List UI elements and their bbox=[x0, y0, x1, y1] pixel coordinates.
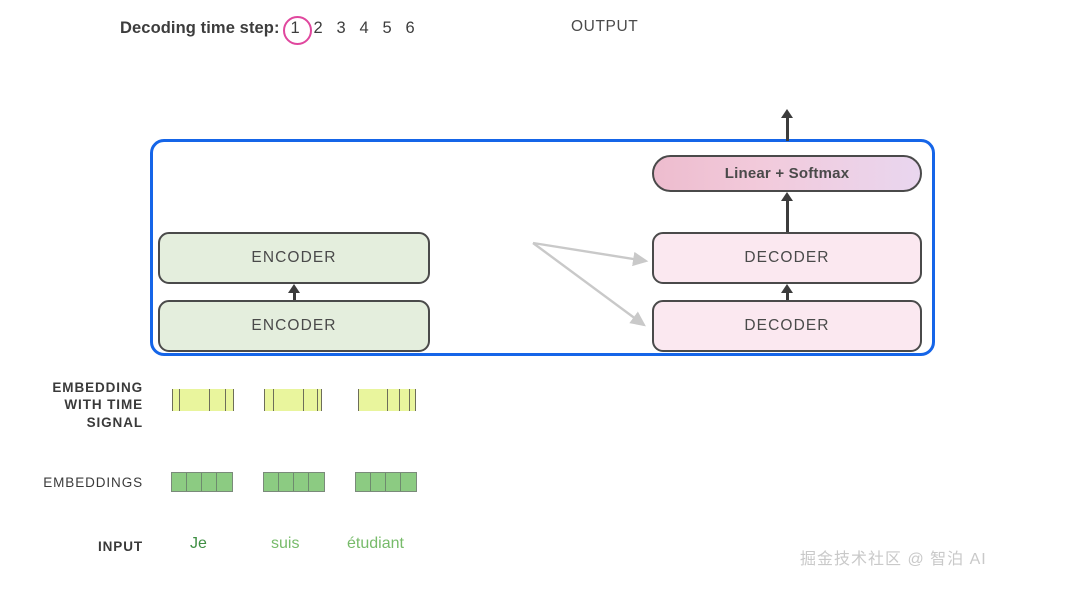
label-line-1: EMBEDDING bbox=[52, 380, 143, 395]
time-signal-vector-0 bbox=[172, 389, 234, 411]
embedding-vector-2 bbox=[355, 472, 417, 492]
vector-cell bbox=[318, 389, 322, 411]
vector-cell bbox=[371, 473, 386, 491]
embedding-with-time-signal-label: EMBEDDING WITH TIME SIGNAL bbox=[0, 379, 143, 431]
input-word-etudiant: étudiant bbox=[347, 535, 404, 552]
vector-cell bbox=[274, 389, 304, 411]
embeddings-label: EMBEDDINGS bbox=[43, 475, 143, 490]
vector-cell bbox=[210, 389, 226, 411]
decoder-box-top[interactable]: DECODER bbox=[652, 232, 922, 284]
decoding-step-list: 1 2 3 4 5 6 bbox=[282, 15, 422, 45]
input-word-je: Je bbox=[190, 535, 207, 552]
vector-cell bbox=[202, 473, 217, 491]
arrow-shaft bbox=[785, 201, 789, 232]
vector-cell bbox=[410, 389, 416, 411]
decoding-step-4[interactable]: 4 bbox=[359, 18, 369, 37]
vector-cell bbox=[309, 473, 324, 491]
decoding-step-3[interactable]: 3 bbox=[336, 18, 346, 37]
vector-cell bbox=[358, 389, 388, 411]
encoder-box-top[interactable]: ENCODER bbox=[158, 232, 430, 284]
label-line-2: WITH TIME bbox=[64, 397, 143, 413]
decoding-step-1[interactable]: 1 bbox=[282, 15, 312, 45]
decoding-step-2[interactable]: 2 bbox=[313, 18, 323, 37]
decoding-time-step-label: Decoding time step: bbox=[120, 18, 280, 37]
arrow-head bbox=[781, 109, 793, 118]
arrow-shaft bbox=[785, 293, 789, 300]
vector-cell bbox=[264, 473, 279, 491]
input-label: INPUT bbox=[98, 539, 143, 554]
transformer-container bbox=[150, 139, 935, 356]
arrow-decoder-to-linear-icon bbox=[777, 192, 797, 232]
time-signal-vector-2 bbox=[358, 389, 416, 411]
encoder-box-bottom[interactable]: ENCODER bbox=[158, 300, 430, 352]
arrow-encoder-to-encoder-icon bbox=[284, 284, 304, 300]
output-label: OUTPUT bbox=[571, 18, 639, 35]
decoding-step-5[interactable]: 5 bbox=[382, 18, 392, 37]
vector-cell bbox=[217, 473, 232, 491]
vector-cell bbox=[187, 473, 202, 491]
input-word-suis: suis bbox=[271, 535, 300, 552]
decoder-box-bottom[interactable]: DECODER bbox=[652, 300, 922, 352]
vector-cell bbox=[180, 389, 210, 411]
arrow-shaft bbox=[292, 293, 296, 300]
decoding-time-step-bar: Decoding time step: 1 2 3 4 5 6 bbox=[120, 14, 422, 45]
arrow-shaft bbox=[785, 118, 789, 141]
vector-cell bbox=[172, 389, 180, 411]
time-signal-vector-1 bbox=[264, 389, 322, 411]
vector-cell bbox=[172, 473, 187, 491]
embedding-vector-0 bbox=[171, 472, 233, 492]
vector-cell bbox=[226, 389, 234, 411]
vector-cell bbox=[356, 473, 371, 491]
vector-cell bbox=[279, 473, 294, 491]
arrow-decoder-to-decoder-icon bbox=[777, 284, 797, 300]
vector-cell bbox=[264, 389, 274, 411]
vector-cell bbox=[386, 473, 401, 491]
linear-softmax-box[interactable]: Linear + Softmax bbox=[652, 155, 922, 192]
vector-cell bbox=[400, 389, 410, 411]
vector-cell bbox=[304, 389, 318, 411]
arrow-head bbox=[781, 192, 793, 201]
arrow-output-icon bbox=[777, 109, 797, 141]
decoding-step-6[interactable]: 6 bbox=[405, 18, 415, 37]
arrow-head bbox=[288, 284, 300, 293]
watermark: 掘金技术社区 @ 智泊 AI bbox=[800, 551, 987, 568]
vector-cell bbox=[388, 389, 400, 411]
vector-cell bbox=[294, 473, 309, 491]
embedding-vector-1 bbox=[263, 472, 325, 492]
arrow-head bbox=[781, 284, 793, 293]
vector-cell bbox=[401, 473, 416, 491]
label-line-3: SIGNAL bbox=[86, 414, 143, 430]
